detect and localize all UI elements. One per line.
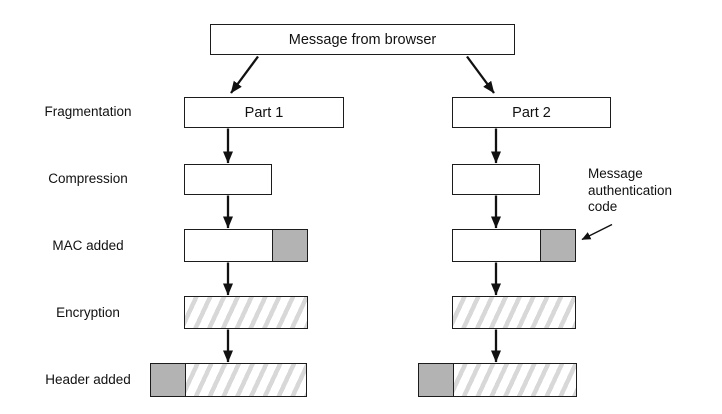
mac-added-box-left — [184, 229, 308, 262]
stage-label-fragmentation: Fragmentation — [44, 104, 132, 119]
compressed-box-right — [452, 164, 540, 195]
encrypted-box-left — [184, 296, 308, 329]
mac-added-box-right — [452, 229, 576, 262]
message-from-browser-label: Message from browser — [288, 31, 437, 48]
header-added-box-left — [150, 363, 307, 397]
mac-data-segment-left — [185, 230, 272, 261]
encrypted-box-right — [452, 296, 576, 329]
part2-label: Part 2 — [512, 104, 551, 121]
stage-label-mac-added: MAC added — [52, 238, 124, 253]
header-segment-right — [419, 364, 454, 396]
part2-box: Part 2 — [452, 97, 611, 128]
mac-annotation-label: Message authentication code — [588, 166, 673, 214]
header-payload-segment-left — [186, 364, 306, 396]
arrow-message-to-part2 — [466, 55, 495, 94]
part1-label: Part 1 — [244, 104, 284, 121]
header-payload-segment-right — [454, 364, 576, 396]
arrow-message-to-part1 — [230, 55, 259, 94]
part1-box: Part 1 — [184, 97, 344, 128]
stage-label-header-added: Header added — [45, 372, 131, 387]
mac-code-segment-right — [540, 230, 575, 261]
message-from-browser-box: Message from browser — [210, 24, 515, 55]
header-segment-left — [151, 364, 186, 396]
stage-label-compression: Compression — [48, 171, 128, 186]
header-added-box-right — [418, 363, 577, 397]
mac-code-segment-left — [272, 230, 307, 261]
mac-data-segment-right — [453, 230, 540, 261]
stage-label-encryption: Encryption — [56, 305, 120, 320]
arrow-mac-annotation-pointer — [581, 223, 613, 241]
compressed-box-left — [184, 164, 272, 195]
